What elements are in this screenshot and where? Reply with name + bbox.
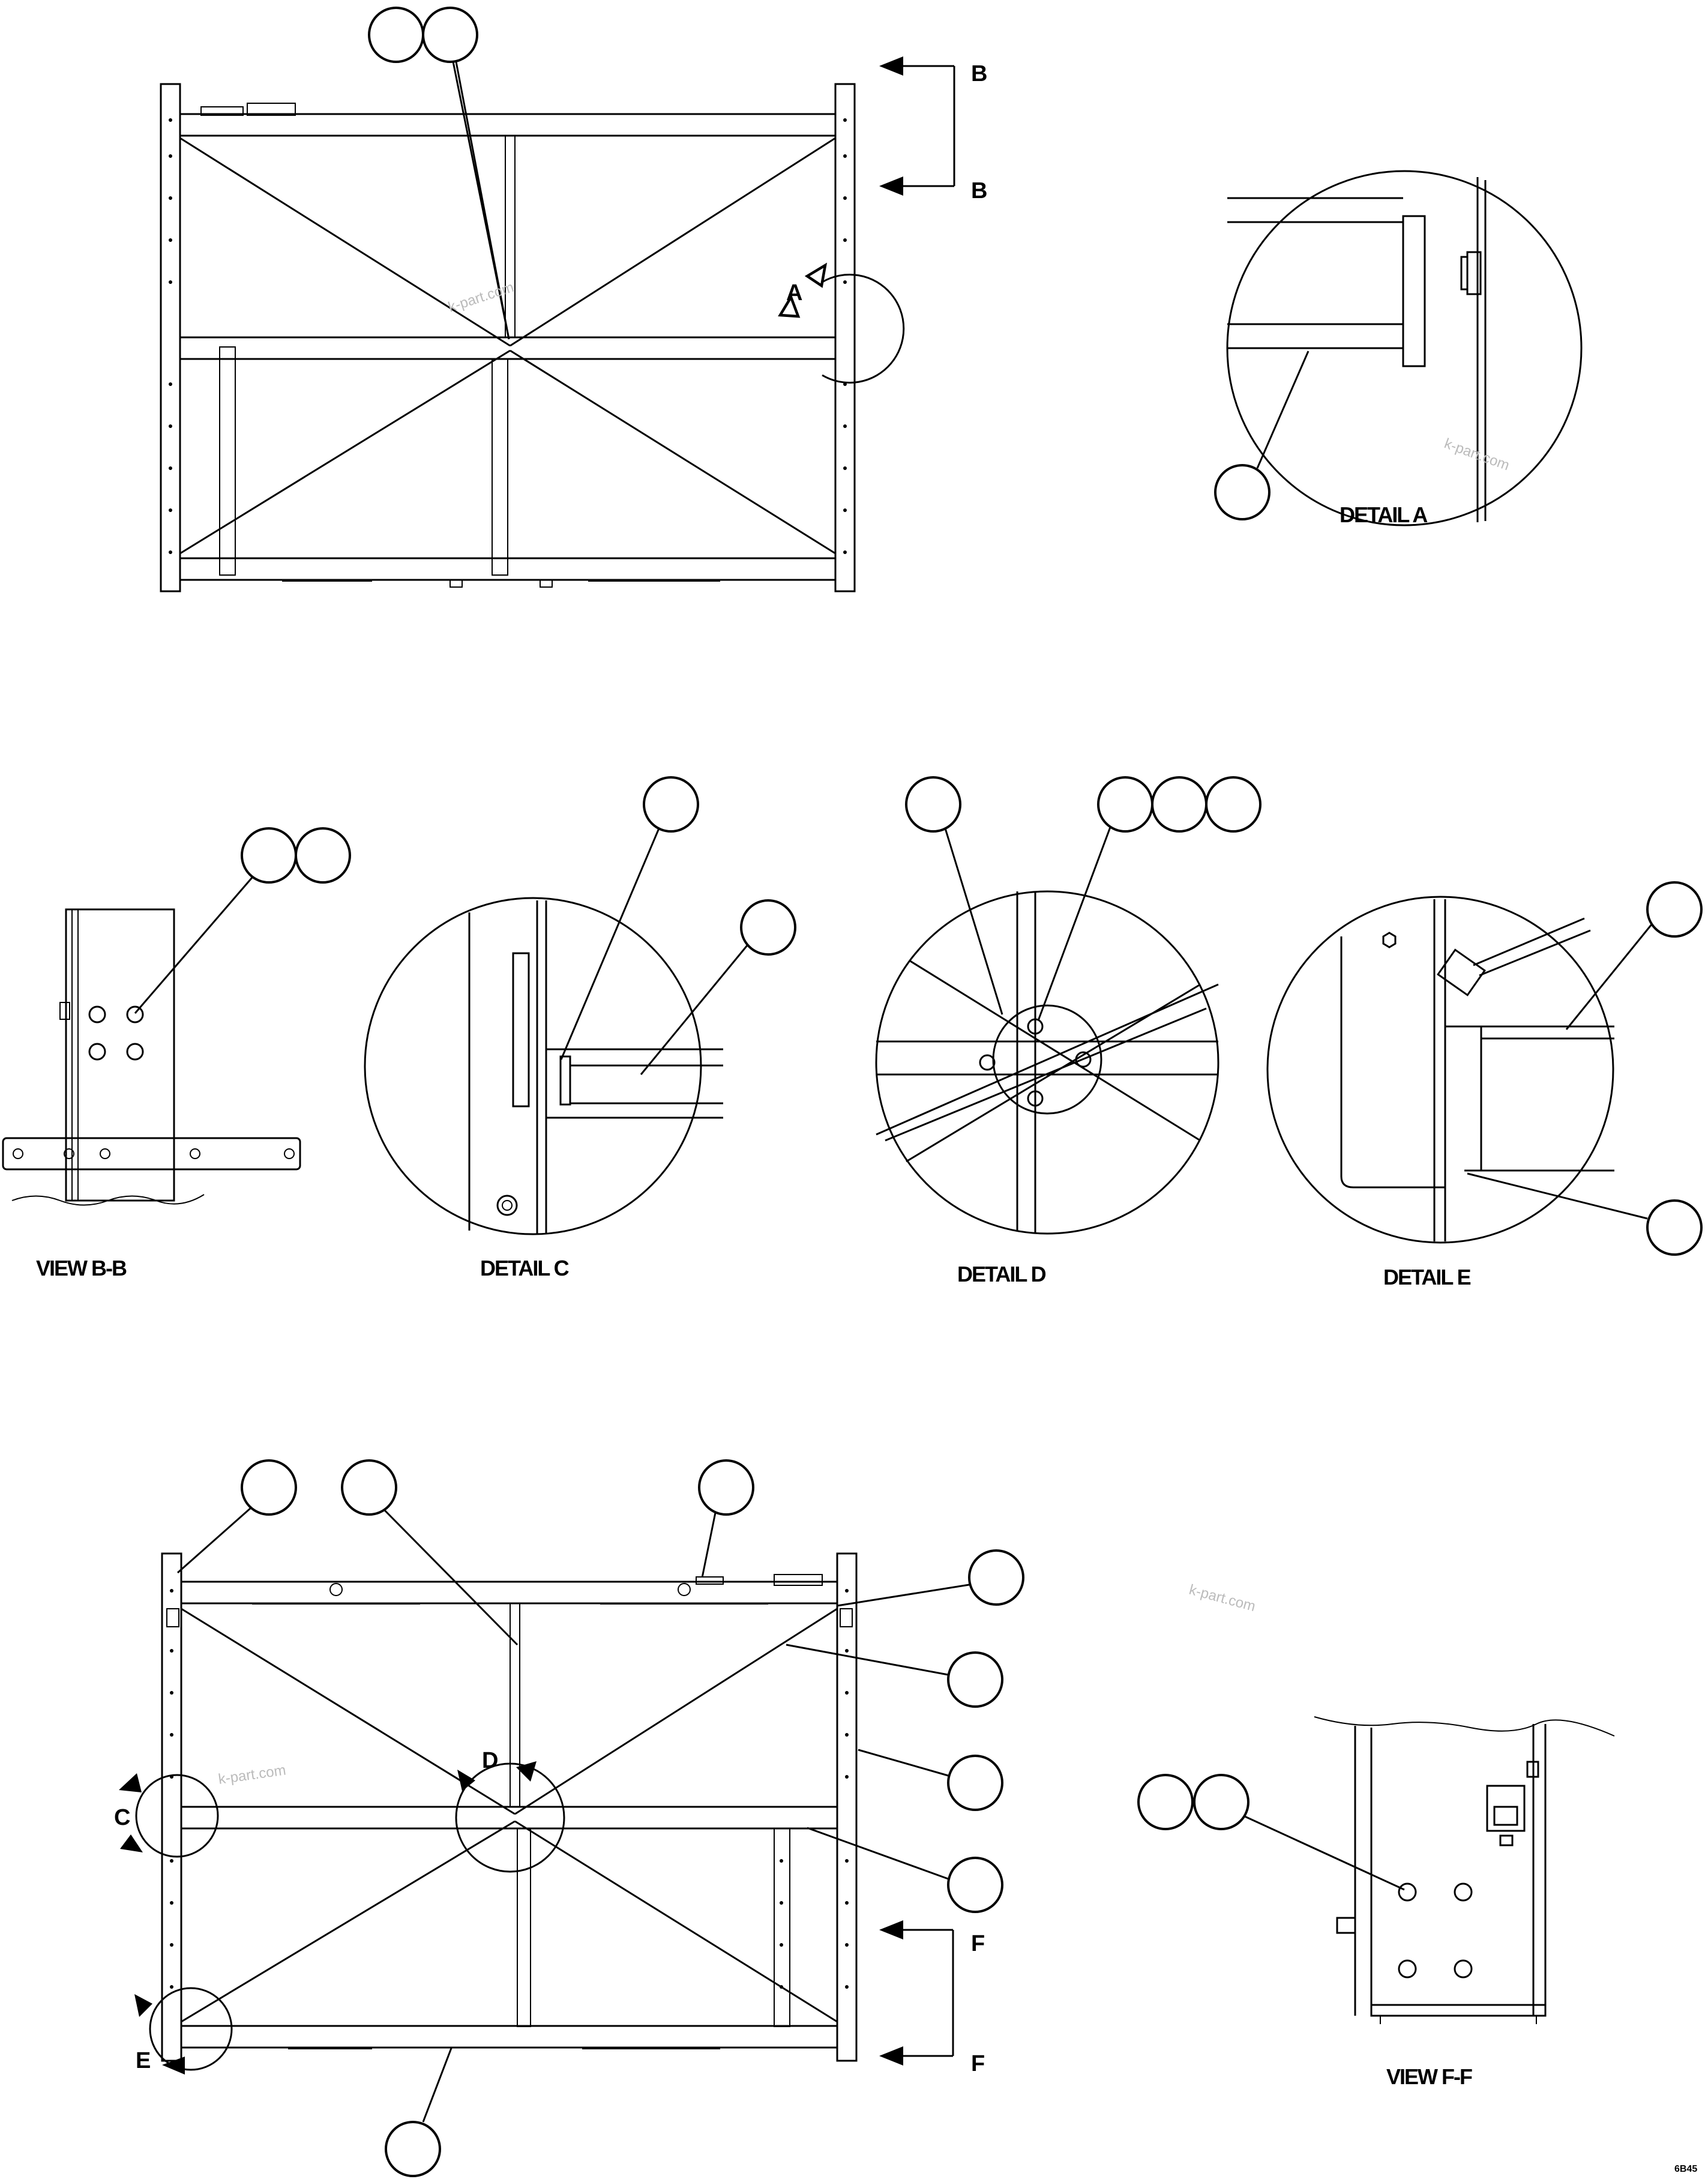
detail-a (1214, 170, 1583, 526)
balloon-bottom-1 (241, 1459, 297, 1516)
marker-e: E (136, 2048, 151, 2073)
top-frame-view (160, 7, 955, 592)
marker-d: D (482, 1748, 498, 1773)
balloon-top-2 (422, 7, 478, 63)
caption-detail-e: DETAIL E (1383, 1265, 1471, 1289)
balloon-bottom-6 (947, 1755, 1003, 1811)
balloon-ff-1 (1137, 1774, 1194, 1830)
balloon-bottom-2 (341, 1459, 397, 1516)
balloon-top-1 (368, 7, 424, 63)
balloon-d-3 (1151, 776, 1207, 833)
detail-e (1266, 881, 1703, 1256)
caption-view-bb: VIEW B-B (36, 1256, 127, 1280)
balloon-ff-2 (1193, 1774, 1249, 1830)
balloon-bottom-4 (968, 1549, 1024, 1606)
marker-b-bottom: B (971, 178, 987, 203)
watermark-4: k-part.com (217, 1762, 287, 1788)
balloon-bottom-8 (385, 2121, 441, 2177)
bottom-frame-view (119, 1459, 1024, 2177)
caption-detail-d: DETAIL D (957, 1262, 1046, 1286)
post-holes-bottom (170, 1589, 849, 1989)
detail-d (875, 776, 1261, 1235)
balloon-bottom-5 (947, 1651, 1003, 1708)
balloon-e-2 (1646, 1199, 1703, 1256)
post-holes (169, 118, 847, 554)
balloon-detail-a (1214, 464, 1270, 520)
marker-b-top: B (971, 61, 987, 86)
view-ff (1137, 1716, 1615, 2024)
caption-view-ff: VIEW F-F (1386, 2064, 1472, 2089)
marker-f-bottom: F (971, 2051, 985, 2076)
balloon-e-1 (1646, 881, 1703, 938)
marker-a: A (786, 280, 802, 306)
detail-c (364, 776, 796, 1235)
callout-e (149, 1987, 233, 2071)
caption-detail-c: DETAIL C (480, 1256, 570, 1280)
drawing-code: 6B45 (1674, 2164, 1697, 2174)
balloon-c-1 (643, 776, 699, 833)
marker-c: C (114, 1805, 130, 1830)
balloon-c-2 (740, 899, 796, 956)
balloon-bb-2 (295, 827, 351, 884)
balloon-bottom-3 (698, 1459, 754, 1516)
balloon-d-4 (1205, 776, 1261, 833)
callout-c (135, 1774, 219, 1858)
balloon-bottom-7 (947, 1857, 1003, 1913)
watermark-3: k-part.com (1187, 1582, 1257, 1615)
balloon-bb-1 (241, 827, 297, 884)
balloon-d-2 (1097, 776, 1153, 833)
caption-detail-a: DETAIL A (1340, 502, 1428, 527)
balloon-d-1 (905, 776, 961, 833)
view-bb (2, 827, 351, 1206)
callout-d (455, 1762, 565, 1873)
marker-f-top: F (971, 1931, 985, 1956)
